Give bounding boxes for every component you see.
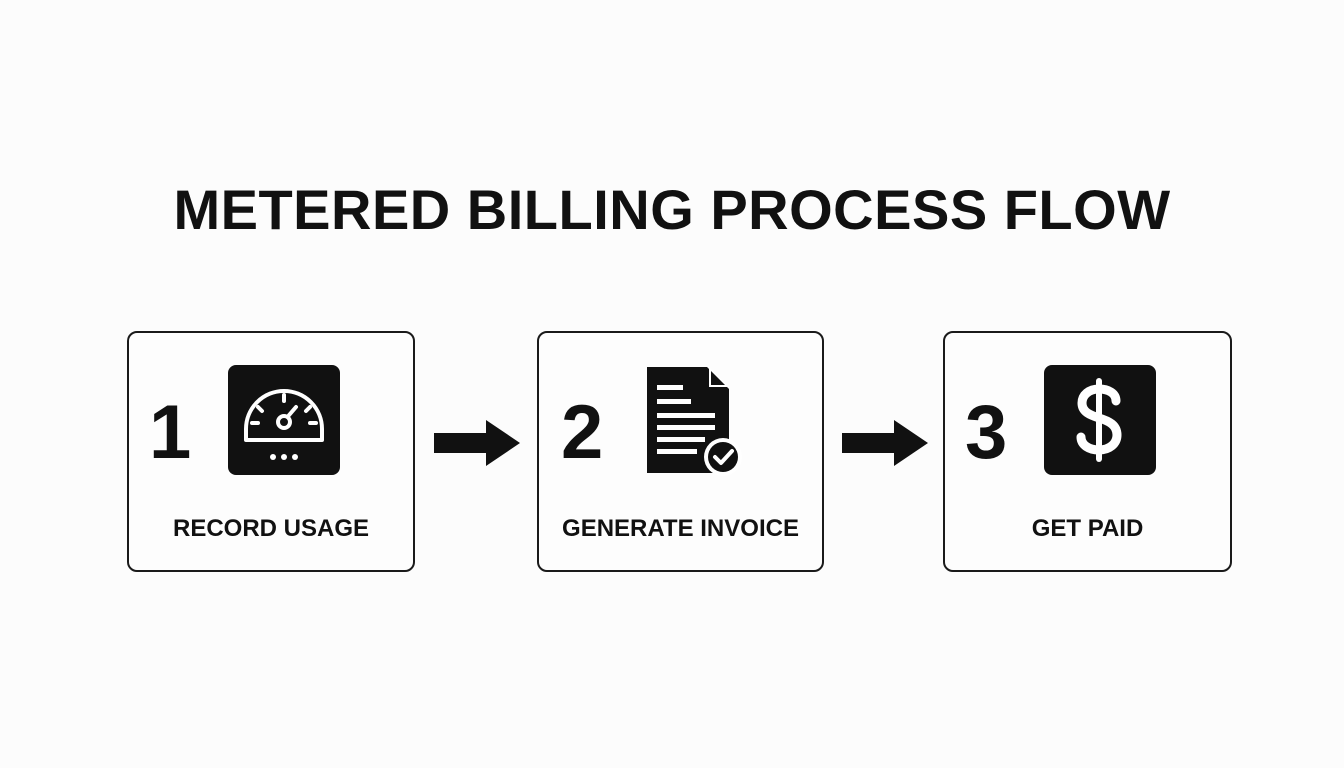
step-card-generate-invoice: 2 GENERATE INVOICE [537,331,824,572]
dollar-icon [1044,365,1156,475]
gauge-icon [228,365,340,475]
step-label: RECORD USAGE [172,515,370,542]
step-number: 3 [965,390,1008,475]
step-card-get-paid: 3 GET PAID [943,331,1232,572]
step-number: 2 [561,390,604,475]
arrow-right-icon [434,420,520,466]
step-card-record-usage: 1 RECORD USAGE [127,331,415,572]
diagram-title: METERED BILLING PROCESS FLOW [173,178,1171,241]
step-label: GET PAID [1031,515,1144,542]
step-label: GENERATE INVOICE [562,515,799,542]
arrow-right-icon [842,420,928,466]
step-number: 1 [149,390,192,475]
invoice-check-icon [647,367,742,476]
